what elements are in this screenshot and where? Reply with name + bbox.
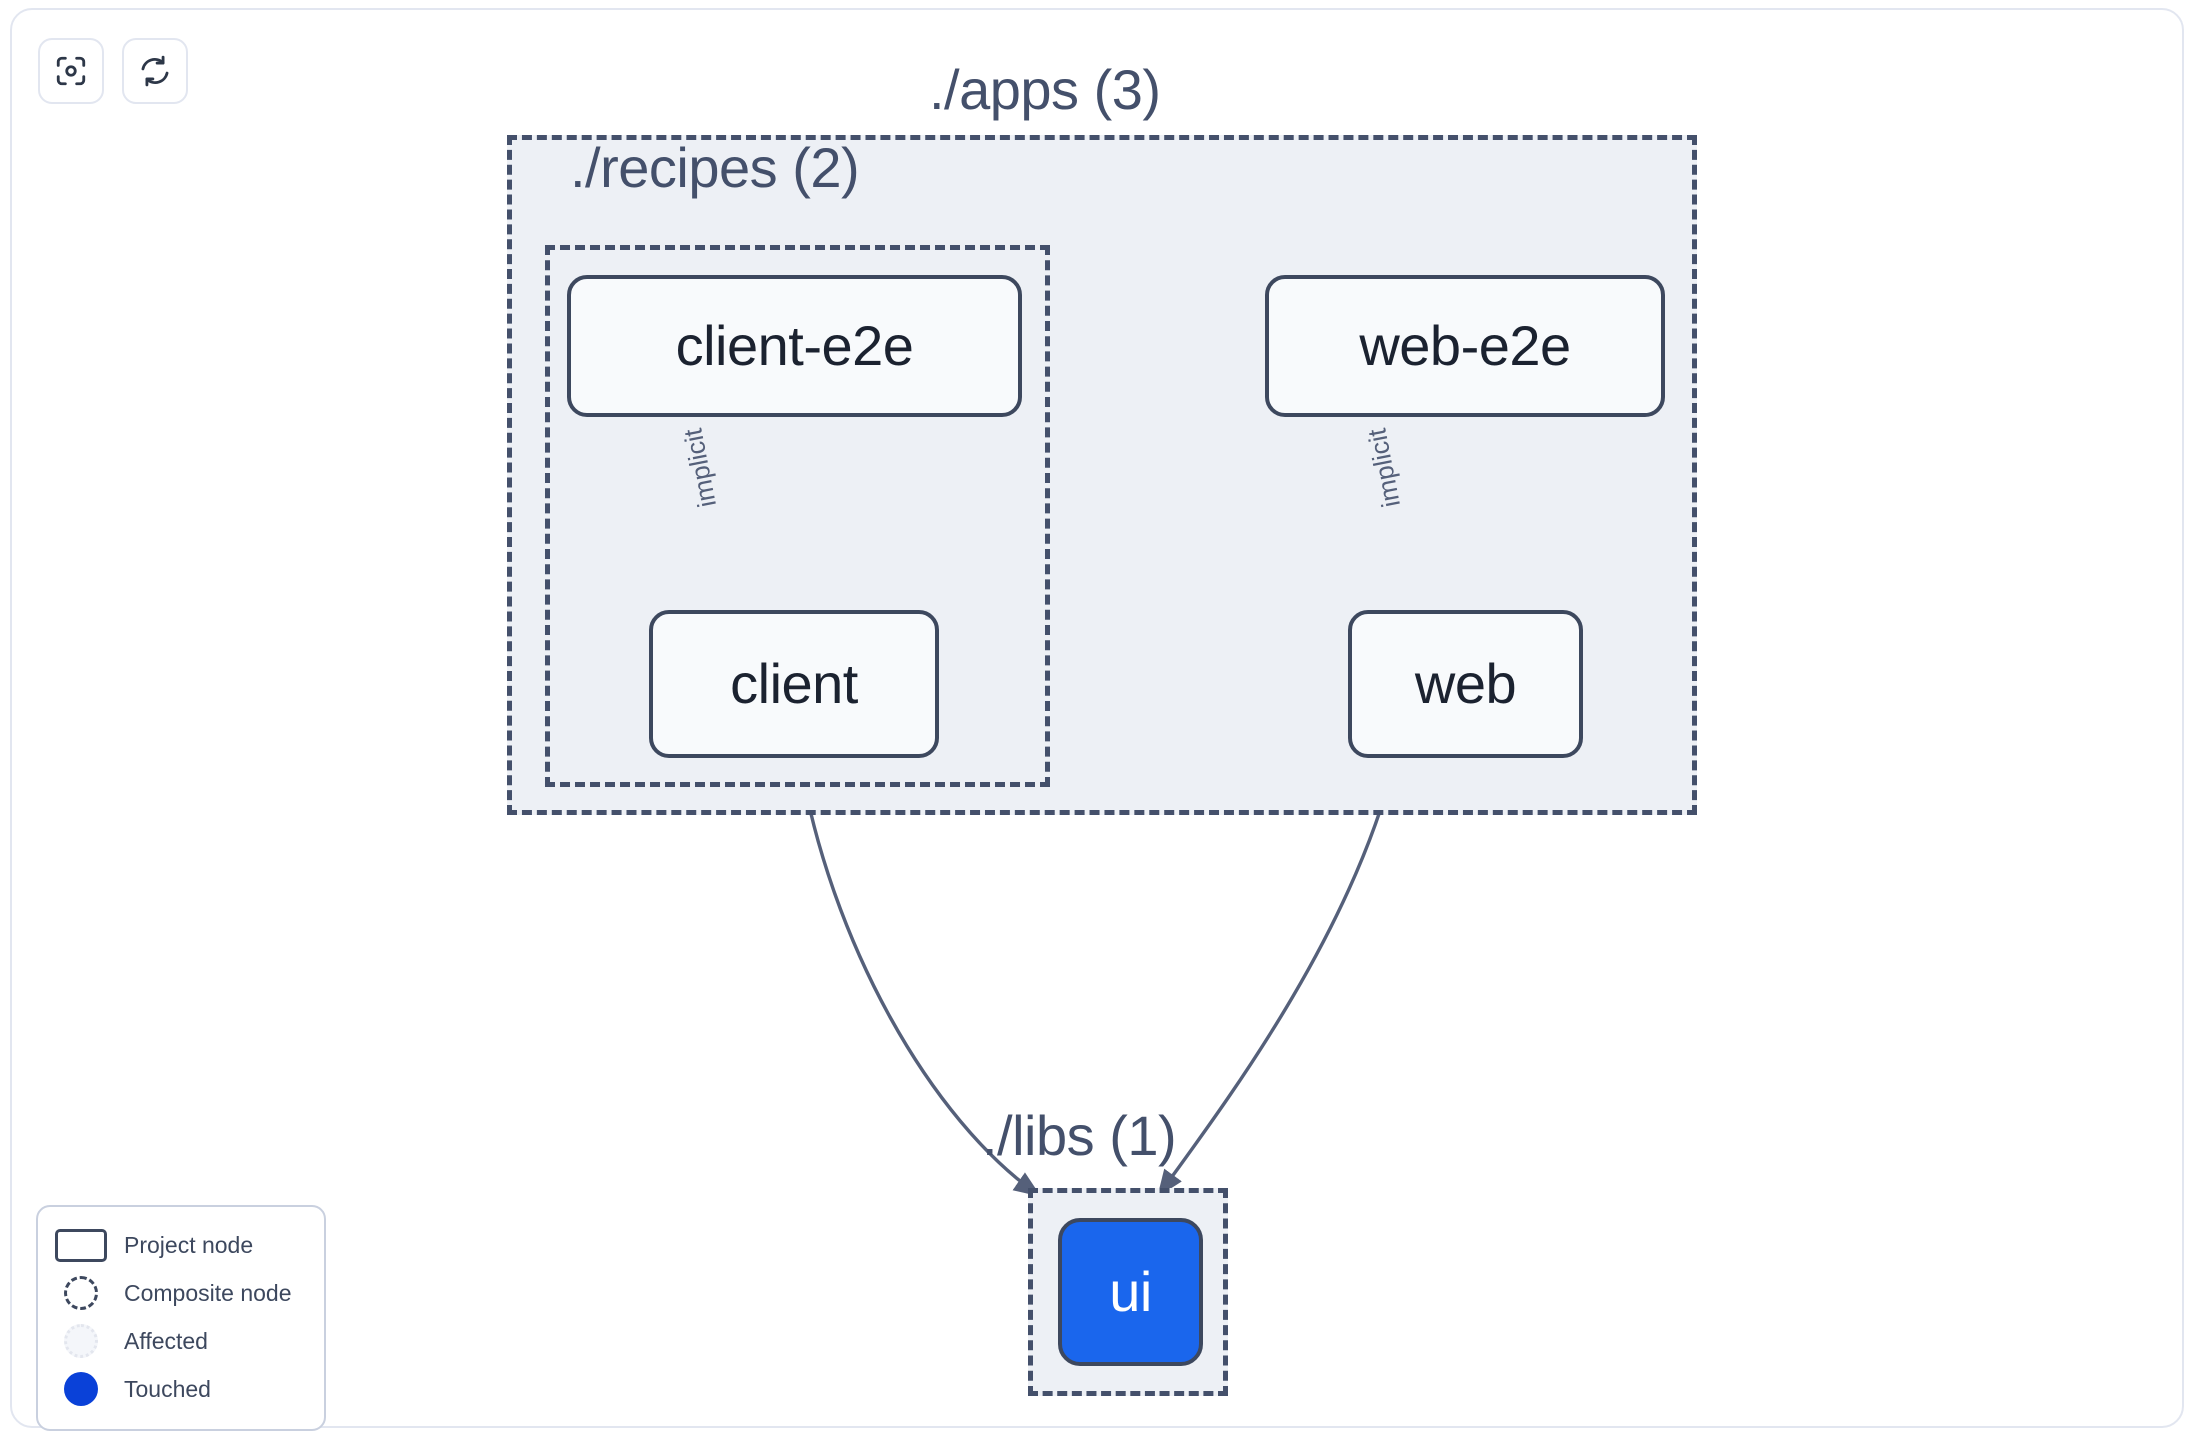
legend-item-affected: Affected [54,1317,308,1365]
legend-item-project-node: Project node [54,1221,308,1269]
legend-label-touched: Touched [124,1375,211,1402]
project-node-web-e2e[interactable]: web-e2e [1265,275,1665,417]
legend-label-composite-node: Composite node [124,1279,292,1306]
composite-node-symbol-icon [54,1276,108,1310]
graph-legend: Project node Composite node Affected Tou… [36,1205,326,1431]
legend-label-affected: Affected [124,1327,208,1354]
graph-toolbar [38,38,188,104]
project-node-ui[interactable]: ui [1058,1218,1203,1366]
refresh-graph-button[interactable] [122,38,188,104]
refresh-sync-icon [138,54,172,88]
focus-graph-button[interactable] [38,38,104,104]
project-node-web[interactable]: web [1348,610,1583,758]
project-node-symbol-icon [54,1228,108,1262]
legend-item-touched: Touched [54,1365,308,1413]
project-node-client-e2e[interactable]: client-e2e [567,275,1022,417]
legend-item-composite-node: Composite node [54,1269,308,1317]
group-label-apps: ./apps (3) [929,58,1161,121]
group-label-libs: ./libs (1) [982,1104,1177,1167]
affected-symbol-icon [54,1324,108,1358]
touched-symbol-icon [54,1372,108,1406]
group-label-recipes: ./recipes (2) [570,136,860,199]
project-node-client[interactable]: client [649,610,939,758]
focus-target-icon [54,54,88,88]
legend-label-project-node: Project node [124,1231,254,1258]
